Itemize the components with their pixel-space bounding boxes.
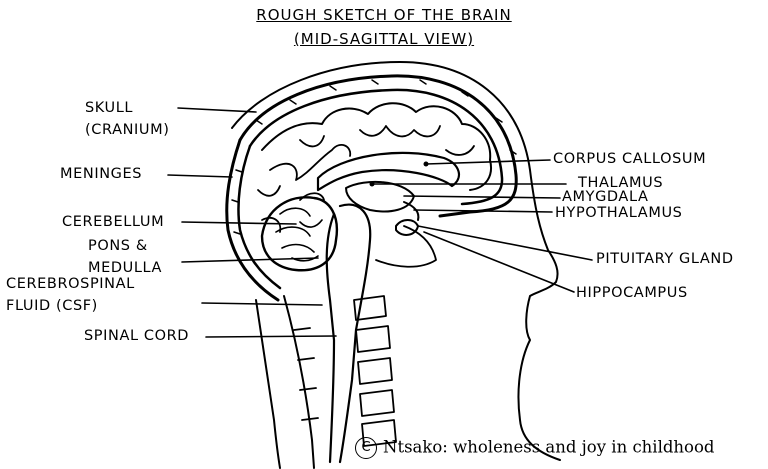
vertebrae (353, 295, 397, 447)
label-spinal-cord: SPINAL CORD (84, 328, 190, 344)
label-csf-line2: FLUID (CSF) (6, 298, 98, 314)
diagram-title: ROUGH SKETCH OF THE BRAIN (256, 6, 512, 24)
leader-lines (167, 107, 593, 338)
copyright-icon: C (355, 437, 377, 459)
label-hippocampus: HIPPOCAMPUS (576, 285, 688, 301)
label-pons: PONS & (88, 238, 148, 254)
label-cranium: (CRANIUM) (85, 122, 170, 138)
hypothalamus (403, 201, 420, 221)
meninges (248, 88, 504, 206)
credit-text: Ntsako: wholeness and joy in childhood (383, 437, 715, 457)
label-corpus-callosum: CORPUS CALLOSUM (553, 151, 707, 167)
brainstem (338, 203, 372, 464)
credit-footer: C Ntsako: wholeness and joy in childhood (355, 437, 714, 459)
head-outline (231, 61, 561, 461)
label-hypothalamus: HYPOTHALAMUS (555, 205, 683, 221)
label-skull: SKULL (85, 100, 134, 116)
label-thalamus: THALAMUS (578, 175, 664, 191)
label-medulla: MEDULLA (88, 260, 163, 276)
skull (238, 74, 518, 218)
label-csf-line1: CEREBROSPINAL (6, 276, 135, 292)
diagram-subtitle: (MID-SAGITTAL VIEW) (293, 30, 475, 48)
cerebellum-shape (260, 196, 339, 272)
cerebrum (261, 102, 492, 191)
label-meninges: MENINGES (60, 166, 143, 182)
thalamus (345, 180, 415, 213)
label-amygdala: AMYGDALA (562, 189, 649, 205)
neck-back (255, 299, 281, 469)
label-cerebellum: CEREBELLUM (62, 214, 165, 230)
label-pituitary-gland: PITUITARY GLAND (596, 251, 734, 267)
corpus-callosum (316, 151, 461, 192)
